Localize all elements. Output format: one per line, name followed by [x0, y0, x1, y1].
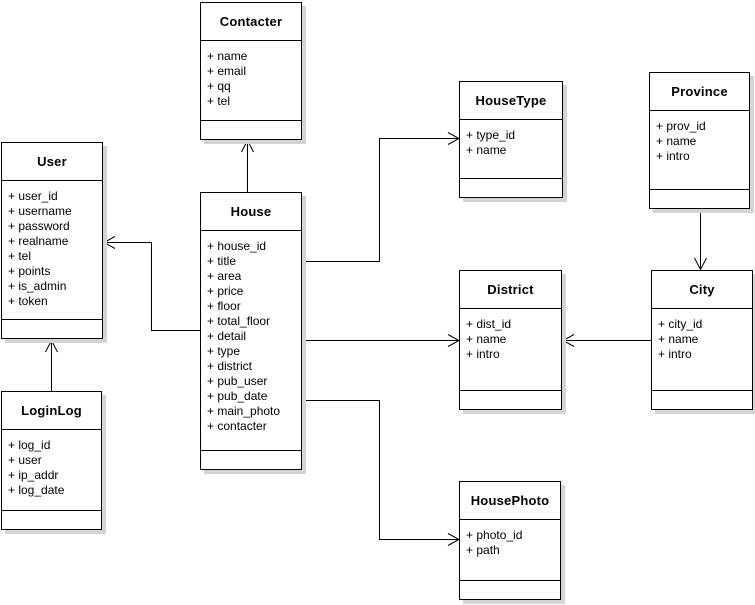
attribute-row: + pub_date: [207, 389, 268, 403]
attribute-row: + is_admin: [8, 279, 67, 293]
attribute-row: + detail: [207, 329, 247, 343]
class-operations-empty: [2, 320, 102, 338]
class-operations-empty: [201, 451, 301, 469]
attribute-row: + username: [8, 204, 72, 218]
attribute-row: + total_floor: [207, 314, 271, 328]
attribute-row: + dist_id: [466, 317, 512, 331]
attribute-row: + ip_addr: [8, 468, 59, 482]
class-box-housetype[interactable]: HouseType + type_id+ name: [459, 81, 563, 198]
class-attributes: + photo_id+ path: [460, 520, 560, 581]
class-operations-empty: [201, 121, 301, 139]
attribute-row: + user_id: [8, 189, 58, 203]
class-title: House: [201, 193, 301, 231]
attribute-row: + contacter: [207, 419, 267, 433]
class-box-housephoto[interactable]: HousePhoto + photo_id+ path: [459, 481, 561, 600]
class-attributes: + name+ email+ qq+ tel: [201, 41, 301, 121]
attribute-row: + email: [207, 64, 247, 78]
attribute-row: + user: [8, 453, 42, 467]
class-attributes: + prov_id+ name+ intro: [650, 111, 749, 190]
attribute-row: + intro: [658, 347, 692, 361]
attribute-row: + log_date: [8, 483, 65, 497]
class-attributes: + type_id+ name: [460, 120, 562, 179]
class-box-house[interactable]: House + house_id+ title+ area+ price+ fl…: [200, 192, 302, 470]
class-box-city[interactable]: City + city_id+ name+ intro: [651, 270, 753, 410]
class-operations-empty: [460, 581, 560, 599]
edge-house-housetype: [302, 132, 461, 262]
class-box-contacter[interactable]: Contacter + name+ email+ qq+ tel: [200, 2, 302, 140]
edge-city-district: [561, 334, 651, 347]
class-title: HousePhoto: [460, 482, 560, 520]
attribute-row: + realname: [8, 234, 69, 248]
attribute-row: + name: [658, 332, 699, 346]
attribute-row: + qq: [207, 79, 231, 93]
class-title: LoginLog: [2, 392, 101, 430]
attribute-row: + pub_user: [207, 374, 268, 388]
attribute-row: + tel: [207, 94, 231, 108]
attribute-row: + price: [207, 284, 244, 298]
class-box-user[interactable]: User + user_id+ username+ password+ real…: [1, 142, 103, 339]
class-box-province[interactable]: Province + prov_id+ name+ intro: [649, 72, 750, 209]
attribute-row: + password: [8, 219, 70, 233]
attribute-row: + tel: [8, 249, 32, 263]
class-title: Province: [650, 73, 749, 111]
class-title: User: [2, 143, 102, 181]
class-operations-empty: [460, 391, 561, 409]
edge-house-housephoto: [302, 400, 461, 546]
attribute-row: + type: [207, 344, 241, 358]
edge-loginlog-user: [45, 339, 58, 391]
attribute-row: + token: [8, 294, 48, 308]
class-attributes: + log_id+ user+ ip_addr+ log_date: [2, 430, 101, 511]
class-operations-empty: [2, 511, 101, 529]
attribute-row: + area: [207, 269, 242, 283]
class-title: HouseType: [460, 82, 562, 120]
class-attributes: + dist_id+ name+ intro: [460, 309, 561, 391]
attribute-row: + district: [207, 359, 253, 373]
attribute-row: + log_id: [8, 438, 51, 452]
class-attributes: + user_id+ username+ password+ realname+…: [2, 181, 102, 320]
class-operations-empty: [460, 179, 562, 197]
attribute-row: + floor: [207, 299, 241, 313]
attribute-row: + path: [466, 543, 500, 557]
class-title: District: [460, 271, 561, 309]
attribute-row: + points: [8, 264, 51, 278]
attribute-row: + city_id: [658, 317, 703, 331]
class-attributes: + house_id+ title+ area+ price+ floor+ t…: [201, 231, 301, 451]
class-operations-empty: [652, 391, 752, 409]
class-box-district[interactable]: District + dist_id+ name+ intro: [459, 270, 562, 410]
attribute-row: + name: [656, 134, 697, 148]
attribute-row: + photo_id: [466, 528, 523, 542]
attribute-row: + intro: [656, 149, 690, 163]
edge-province-city: [694, 209, 707, 271]
class-operations-empty: [650, 190, 749, 208]
class-attributes: + city_id+ name+ intro: [652, 309, 752, 391]
edge-house-user: [102, 236, 200, 331]
attribute-row: + name: [466, 143, 507, 157]
attribute-row: + prov_id: [656, 119, 706, 133]
attribute-row: + house_id: [207, 239, 267, 253]
edge-house-district: [302, 334, 461, 347]
edge-house-contacter: [241, 139, 254, 192]
attribute-row: + name: [466, 332, 507, 346]
class-box-loginlog[interactable]: LoginLog + log_id+ user+ ip_addr+ log_da…: [1, 391, 102, 530]
attribute-row: + type_id: [466, 128, 516, 142]
attribute-row: + main_photo: [207, 404, 281, 418]
class-title: City: [652, 271, 752, 309]
attribute-row: + intro: [466, 347, 500, 361]
attribute-row: + name: [207, 49, 248, 63]
class-title: Contacter: [201, 3, 301, 41]
attribute-row: + title: [207, 254, 237, 268]
